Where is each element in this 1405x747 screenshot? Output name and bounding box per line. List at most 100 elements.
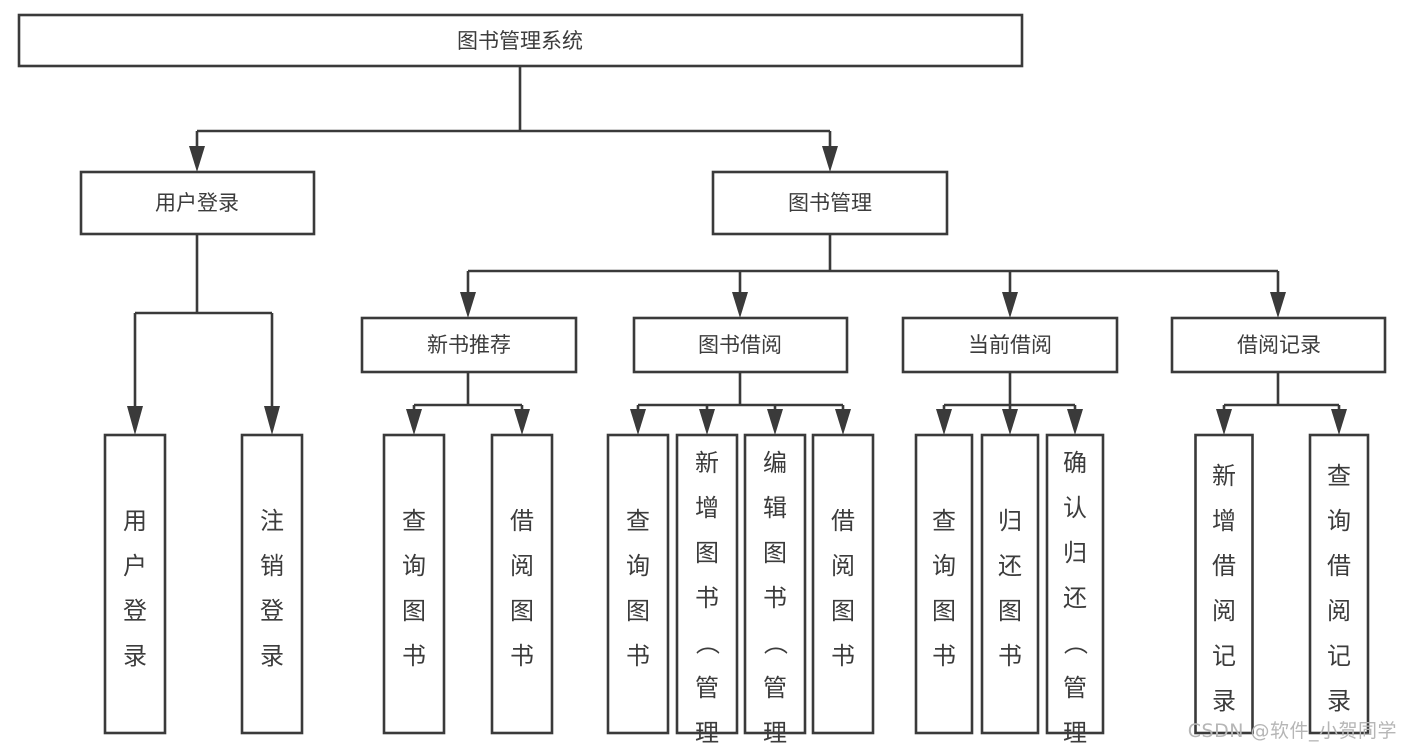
arrow-head-borrow-record (1270, 292, 1286, 318)
leaf-label-char: 登 (123, 597, 147, 625)
leaf-label-char: 询 (402, 552, 426, 580)
leaf-node-box[interactable] (743, 433, 807, 735)
leaf-label-char: 图 (831, 597, 855, 625)
leaf-label-char: 查 (626, 507, 650, 535)
leaf-label-char: 录 (123, 642, 147, 670)
node-borrow-record-box[interactable] (1170, 316, 1387, 374)
leaf-label-char: 图 (763, 539, 787, 567)
leaf-label-char: 借 (510, 507, 534, 535)
leaf-node-box[interactable] (1308, 433, 1370, 735)
leaf-node-box[interactable] (240, 433, 304, 735)
leaf-label-char: 图 (998, 597, 1022, 625)
node-root-box[interactable] (17, 13, 1024, 68)
leaf-label-char: 管 (763, 674, 787, 702)
leaf-label-char: （ (761, 631, 789, 655)
leaf-label-char: 记 (1212, 642, 1236, 670)
node-user-login-box[interactable] (79, 170, 316, 236)
leaf-label-char: 确 (1063, 449, 1087, 477)
leaf-label-char: 录 (1327, 687, 1351, 715)
arrow-head-user-login (189, 146, 205, 172)
leaf-node-box[interactable] (1045, 433, 1105, 735)
node-user-login-label: 用户登录 (155, 191, 239, 215)
node-borrow-record-label: 借阅记录 (1237, 333, 1321, 357)
leaf-node-box[interactable] (675, 433, 739, 735)
leaf-node-box[interactable] (811, 433, 875, 735)
node-user-login[interactable]: 用户登录 (79, 170, 316, 236)
leaf-label-char: 阅 (510, 552, 534, 580)
leaf-label-char: 图 (510, 597, 534, 625)
leaf-label-char: 借 (1212, 552, 1236, 580)
node-book-borrow-box[interactable] (632, 316, 849, 374)
arrow-head-leaf-borrow-book-2 (835, 409, 851, 435)
node-new-book-recommend[interactable]: 新书推荐 (360, 316, 578, 374)
leaf-label-char: 书 (695, 584, 719, 612)
arrow-head-new-book-recommend (460, 292, 476, 318)
leaf-label-char: 管 (695, 674, 719, 702)
arrow-head-current-borrow (1002, 292, 1018, 318)
arrow-head-leaf-borrow-book-1 (514, 409, 530, 435)
leaf-label-char: 书 (626, 642, 650, 670)
leaf-label-char: 录 (260, 642, 284, 670)
leaf-label-char: 认 (1063, 494, 1087, 522)
leaf-label-char: 增 (1212, 507, 1236, 535)
leaf-node-box[interactable] (103, 433, 167, 735)
connector-group-root (189, 66, 838, 172)
node-borrow-record[interactable]: 借阅记录 (1170, 316, 1387, 374)
leaf-label-char: 归 (998, 507, 1022, 535)
leaf-label-char: 管 (1063, 674, 1087, 702)
node-current-borrow-box[interactable] (901, 316, 1119, 374)
connector-group-book-manage (460, 234, 1286, 318)
leaf-label-char: 阅 (831, 552, 855, 580)
leaf-label-char: 理 (695, 719, 719, 747)
leaf-node-box[interactable] (980, 433, 1040, 735)
leaf-label-char: 询 (932, 552, 956, 580)
leaf-node-leaf-user-login[interactable]: 用户登录 (103, 433, 167, 735)
leaf-node-box[interactable] (382, 433, 446, 735)
leaf-label-char: 销 (260, 552, 284, 580)
arrow-head-leaf-query-book-3 (936, 409, 952, 435)
arrow-head-leaf-user-login (127, 406, 143, 435)
leaf-label-char: （ (1061, 631, 1089, 655)
leaf-label-char: 用 (123, 507, 147, 535)
arrow-head-leaf-user-logout (264, 406, 280, 435)
node-root[interactable]: 图书管理系统 (17, 13, 1024, 68)
arrow-head-leaf-confirm-return (1067, 409, 1083, 435)
arrow-head-leaf-edit-book (767, 409, 783, 435)
node-book-manage[interactable]: 图书管理 (711, 170, 949, 236)
leaf-label-char: 增 (695, 494, 719, 522)
arrow-head-leaf-add-book (699, 409, 715, 435)
node-new-book-recommend-box[interactable] (360, 316, 578, 374)
leaf-label-char: 阅 (1212, 597, 1236, 625)
leaf-label-char: （ (693, 631, 721, 655)
leaf-label-char: 新 (1212, 462, 1236, 490)
leaf-node-box[interactable] (490, 433, 554, 735)
leaf-node-box[interactable] (606, 433, 670, 735)
leaf-label-char: 辑 (763, 494, 787, 522)
connector-group-new-book-recommend (406, 372, 530, 435)
node-current-borrow-label: 当前借阅 (968, 333, 1052, 357)
leaf-node-box[interactable] (914, 433, 974, 735)
leaf-node-box[interactable] (1194, 433, 1254, 735)
node-book-manage-box[interactable] (711, 170, 949, 236)
node-book-borrow[interactable]: 图书借阅 (632, 316, 849, 374)
node-current-borrow[interactable]: 当前借阅 (901, 316, 1119, 374)
